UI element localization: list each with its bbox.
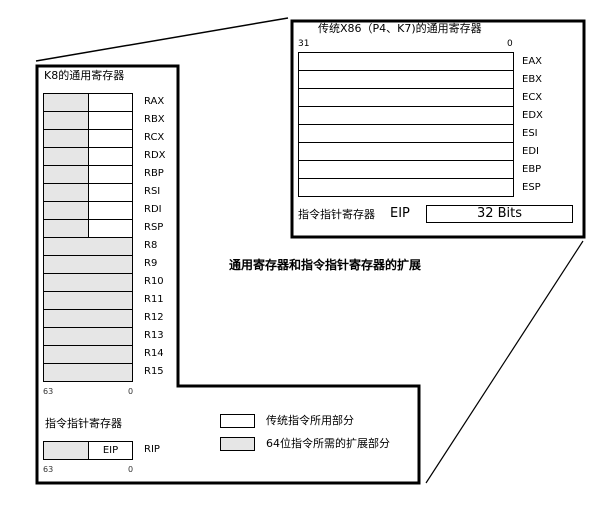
k8-outline: [35, 64, 421, 485]
register-label: EBP: [522, 164, 542, 175]
register-legacy-cell: [88, 129, 133, 148]
register-label: R15: [144, 366, 164, 377]
register-legacy-cell: [88, 183, 133, 202]
connector-line-bottom: [425, 240, 584, 484]
register-label: R8: [144, 240, 158, 251]
register-extension-cell: [43, 255, 133, 274]
x86-bit-high: 31: [298, 39, 310, 49]
register-label: ECX: [522, 92, 543, 103]
register-extension-cell: [43, 219, 89, 238]
x86-ip-title: 指令指针寄存器: [298, 208, 375, 221]
rip-bit-high: 63: [43, 465, 54, 474]
x86-bit-low: 0: [507, 39, 513, 49]
register-extension-cell: [43, 309, 133, 328]
register-extension-cell: [43, 111, 89, 130]
register-label: EAX: [522, 56, 543, 67]
register-extension-cell: [43, 129, 89, 148]
x86-outline: [290, 19, 586, 239]
register-label: RSP: [144, 222, 164, 233]
connector-line-top: [35, 17, 289, 62]
register-legacy-cell: [88, 93, 133, 112]
register-cell: [298, 142, 514, 161]
register-extension-cell: [43, 165, 89, 184]
register-label: RBP: [144, 168, 164, 179]
register-cell: [298, 88, 514, 107]
register-legacy-cell: [88, 147, 133, 166]
register-label: R12: [144, 312, 164, 323]
register-extension-cell: [43, 147, 89, 166]
register-cell: [298, 70, 514, 89]
register-extension-cell: [43, 291, 133, 310]
register-cell: [298, 106, 514, 125]
x86-title: 传统X86（P4、K7)的通用寄存器: [318, 22, 482, 35]
rip-legacy-cell: EIP: [88, 441, 133, 460]
legend-swatch-extension: [220, 437, 255, 451]
register-extension-cell: [43, 93, 89, 112]
register-legacy-cell: [88, 165, 133, 184]
register-label: RAX: [144, 96, 165, 107]
k8-bit-low: 0: [128, 387, 134, 396]
register-extension-cell: [43, 345, 133, 364]
register-label: R11: [144, 294, 164, 305]
register-extension-cell: [43, 237, 133, 256]
register-label: RCX: [144, 132, 165, 143]
k8-title: K8的通用寄存器: [44, 69, 125, 82]
register-label: EDI: [522, 146, 539, 157]
diagram-caption: 通用寄存器和指令指针寄存器的扩展: [229, 258, 422, 272]
register-label: R14: [144, 348, 164, 359]
register-label: R13: [144, 330, 164, 341]
register-label: R10: [144, 276, 164, 287]
legend-swatch-legacy: [220, 414, 255, 428]
register-legacy-cell: [88, 201, 133, 220]
k8-ip-title: 指令指针寄存器: [45, 417, 122, 430]
register-cell: [298, 160, 514, 179]
register-extension-cell: [43, 183, 89, 202]
register-label: EDX: [522, 110, 543, 121]
register-extension-cell: [43, 363, 133, 382]
rip-bit-low: 0: [128, 465, 134, 474]
register-label: ESI: [522, 128, 538, 139]
register-label: EBX: [522, 74, 543, 85]
register-label: RDI: [144, 204, 162, 215]
eip-width-box: 32 Bits: [426, 205, 573, 223]
register-label: ESP: [522, 182, 541, 193]
register-label: RSI: [144, 186, 161, 197]
register-extension-cell: [43, 327, 133, 346]
register-legacy-cell: [88, 219, 133, 238]
rip-extension-cell: [43, 441, 89, 460]
register-extension-cell: [43, 201, 89, 220]
register-label: RBX: [144, 114, 165, 125]
rip-label: RIP: [144, 444, 160, 455]
legend-label-extension: 64位指令所需的扩展部分: [266, 437, 390, 450]
register-cell: [298, 178, 514, 197]
register-cell: [298, 124, 514, 143]
register-label: R9: [144, 258, 158, 269]
register-label: RDX: [144, 150, 166, 161]
k8-bit-high: 63: [43, 387, 54, 396]
register-legacy-cell: [88, 111, 133, 130]
eip-label: EIP: [390, 206, 410, 221]
legend-label-legacy: 传统指令所用部分: [266, 414, 354, 427]
register-cell: [298, 52, 514, 71]
register-extension-cell: [43, 273, 133, 292]
